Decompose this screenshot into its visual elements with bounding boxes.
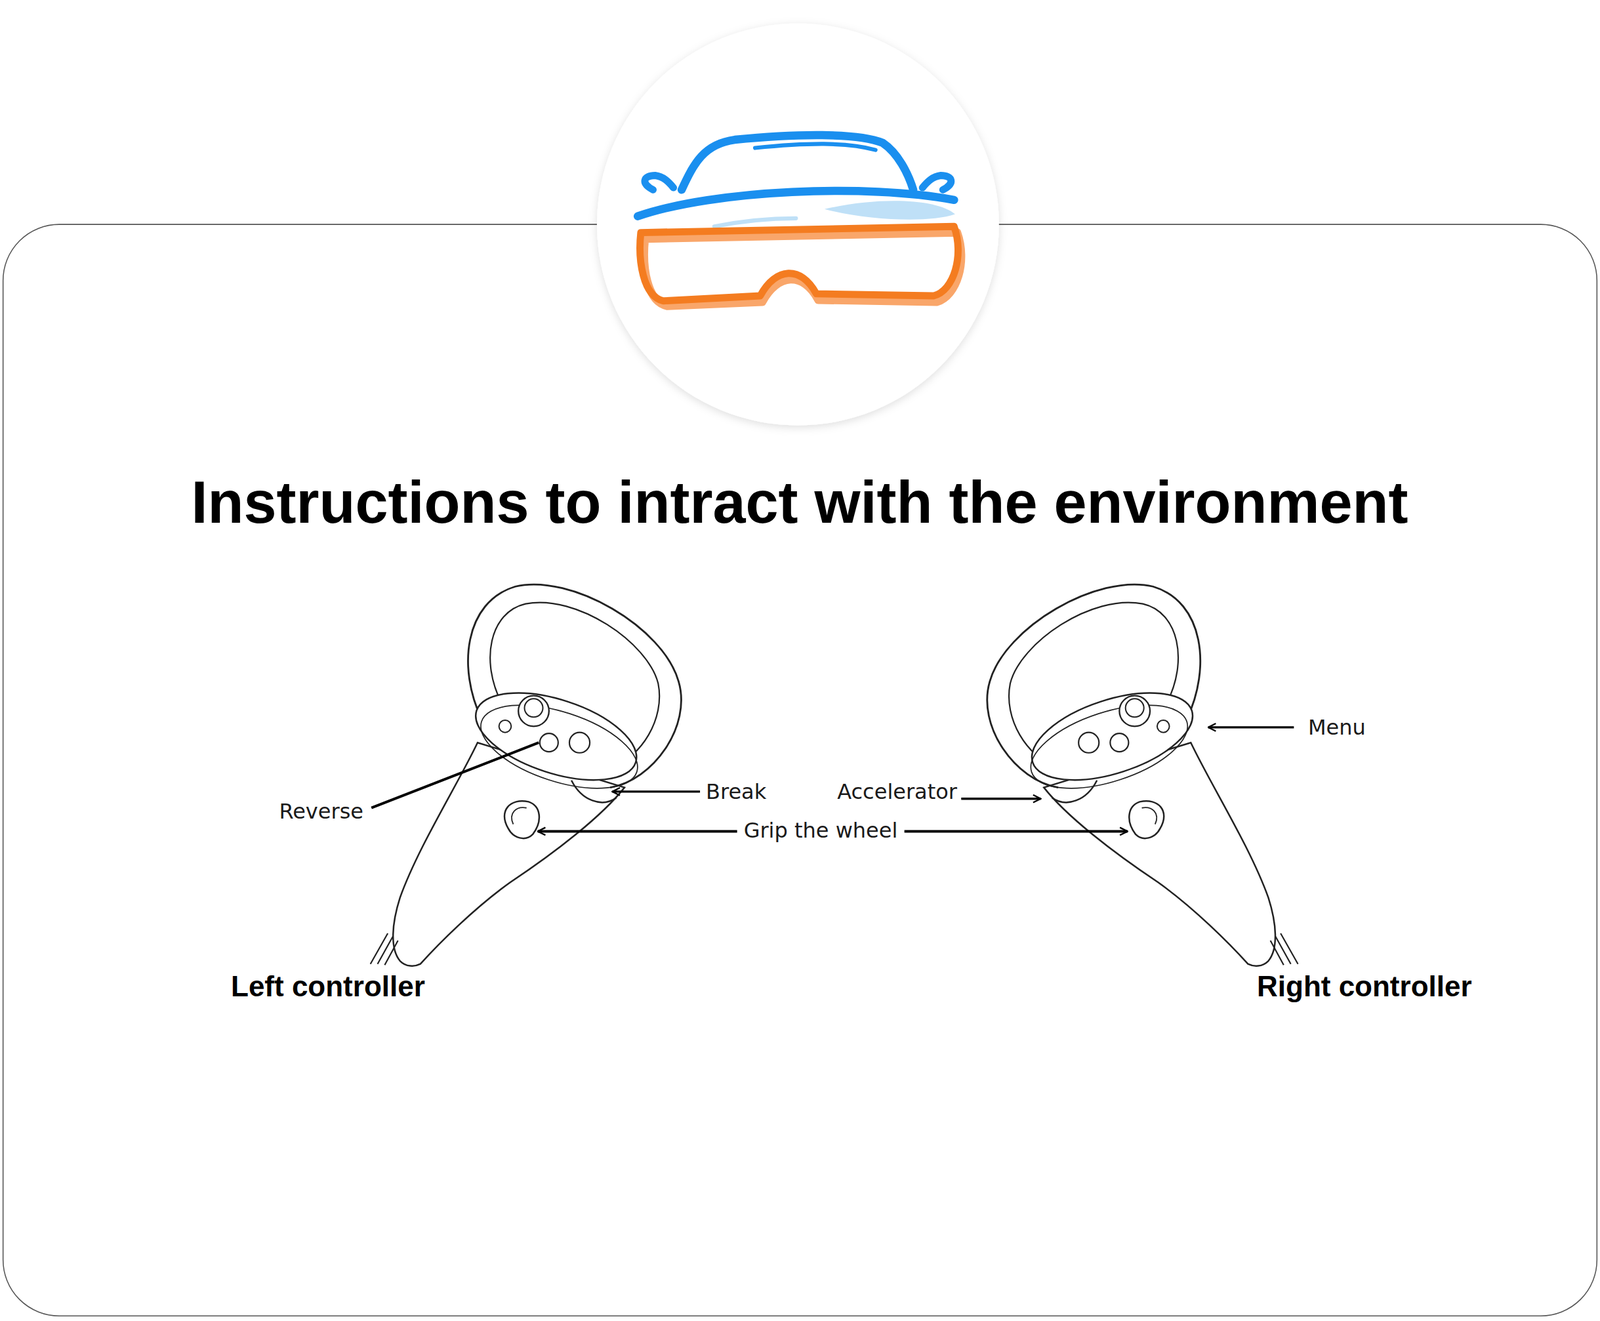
button-label: Accelerator	[837, 779, 958, 805]
button-label: Break	[705, 779, 767, 805]
right-controller-drawing	[987, 584, 1299, 967]
reverse-leader	[371, 742, 539, 809]
leader-lines	[371, 727, 1294, 832]
left-controller-drawing	[370, 584, 682, 967]
controller-caption: Left controller	[230, 970, 426, 1004]
logo-disc	[596, 23, 1000, 426]
button-label: Grip the wheel	[737, 818, 905, 843]
button-label: Menu	[1308, 715, 1366, 740]
accelerator-leader	[961, 797, 1041, 800]
menu-leader	[1208, 726, 1295, 729]
logo-symbol	[637, 135, 962, 307]
button-label: Reverse	[278, 799, 364, 824]
break-leader	[612, 790, 700, 793]
controller-caption: Right controller	[1256, 970, 1473, 1004]
page-title: Instructions to intract with the environ…	[190, 469, 1408, 538]
